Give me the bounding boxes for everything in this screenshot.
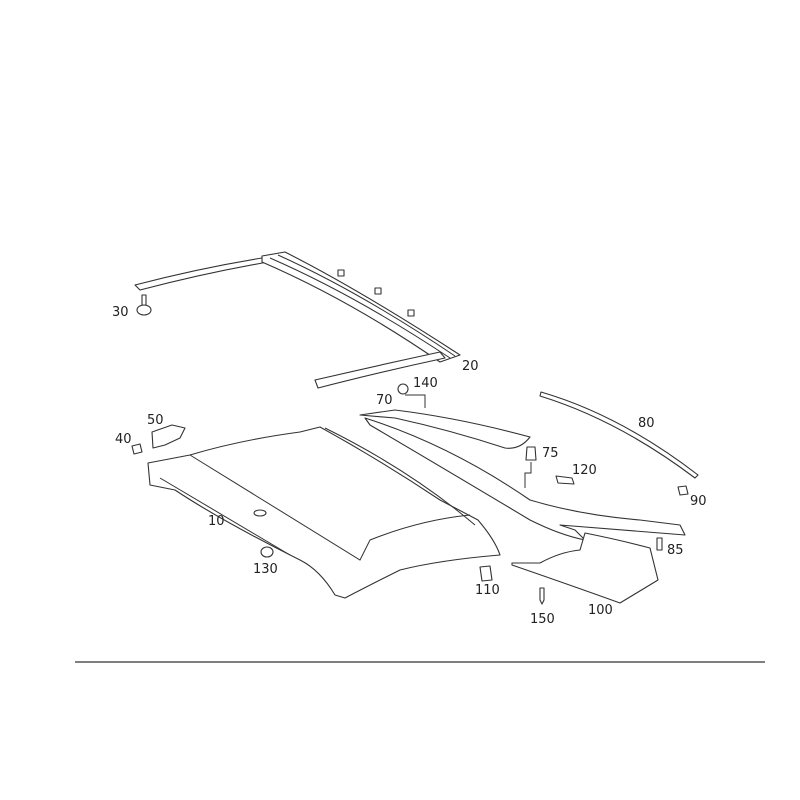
callout-70: 70 xyxy=(376,393,393,408)
callout-130: 130 xyxy=(253,562,278,577)
part-90-clip xyxy=(677,485,689,496)
part-20-roof-frame xyxy=(134,251,461,389)
callout-85: 85 xyxy=(667,543,684,558)
part-85-screw xyxy=(656,537,663,551)
callout-110: 110 xyxy=(475,583,500,598)
part-140-clip xyxy=(397,383,426,408)
part-100-panel xyxy=(511,532,659,604)
part-10-headliner xyxy=(147,426,501,599)
callout-30: 30 xyxy=(112,305,129,320)
callout-150: 150 xyxy=(530,612,555,627)
callout-140: 140 xyxy=(413,376,438,391)
part-70-trim xyxy=(359,409,686,541)
callout-40: 40 xyxy=(115,432,132,447)
callout-10: 10 xyxy=(208,514,225,529)
part-30-bolt xyxy=(136,294,152,316)
callout-100: 100 xyxy=(588,603,613,618)
part-80-seal xyxy=(539,391,699,479)
callout-80: 80 xyxy=(638,416,655,431)
callout-120: 120 xyxy=(572,463,597,478)
callout-20: 20 xyxy=(462,359,479,374)
part-75-clip xyxy=(524,446,537,488)
part-120-clip xyxy=(555,475,575,485)
callout-75: 75 xyxy=(542,446,559,461)
callout-90: 90 xyxy=(690,494,707,509)
part-50-bracket xyxy=(151,424,186,449)
callout-50: 50 xyxy=(147,413,164,428)
part-150-screw xyxy=(539,587,545,605)
part-130-grommet xyxy=(260,546,274,558)
part-110-clip xyxy=(479,565,493,582)
part-40-clip xyxy=(131,443,143,455)
